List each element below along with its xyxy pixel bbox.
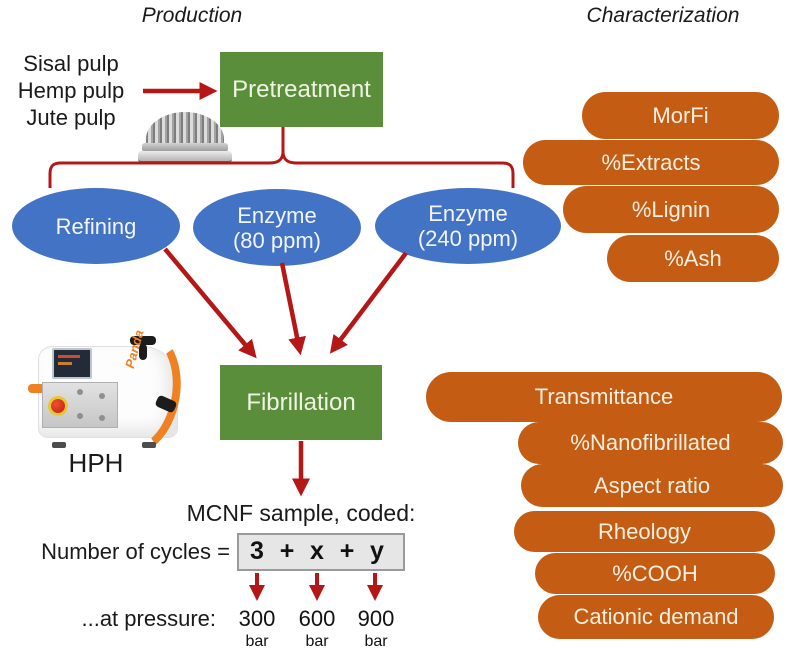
hph-machine-image: Panda: [28, 321, 191, 463]
pressure-600-unit: bar: [305, 633, 329, 650]
pill-transmittance-label: Transmittance: [534, 384, 674, 409]
hph-top-knob-stem: [139, 344, 147, 360]
pulp-list: Sisal pulp Hemp pulp Jute pulp: [8, 50, 134, 131]
pulp-item-sisal: Sisal pulp: [23, 51, 119, 76]
pill-transmittance: Transmittance: [426, 372, 782, 422]
code-plus-1: +: [279, 537, 295, 565]
pressure-300: 300 bar: [227, 606, 287, 651]
pressure-300-unit: bar: [245, 633, 269, 650]
pill-cooh-label: %COOH: [612, 560, 698, 586]
refiner-ring: [142, 143, 228, 152]
pill-lignin-label: %Lignin: [631, 196, 711, 222]
pill-ash: %Ash: [607, 235, 779, 282]
branch-enzyme-80-sublabel: (80 ppm): [232, 227, 322, 253]
sample-code-box: 3 + x + y: [237, 533, 405, 571]
pressure-600-value: 600: [298, 606, 336, 631]
mcnf-sample-label: MCNF sample, coded:: [186, 500, 416, 526]
pressure-label: ...at pressure:: [81, 606, 216, 631]
pill-rheology: Rheology: [514, 511, 775, 552]
hph-top-knob: [130, 336, 156, 345]
bracket-left-arm: [48, 152, 285, 188]
pill-aspect-ratio: Aspect ratio: [521, 464, 783, 507]
disc-refiner-image: [138, 110, 234, 164]
pressure-900: 900 bar: [346, 606, 406, 651]
pill-nanofibrillated-label: %Nanofibrillated: [570, 430, 731, 455]
bracket-right-arm: [281, 152, 515, 188]
pill-cooh: %COOH: [535, 553, 775, 594]
branch-refining: Refining: [12, 188, 180, 264]
pill-rheology-label: Rheology: [598, 518, 691, 544]
code-plus-2: +: [339, 537, 355, 565]
hph-front-panel: [42, 382, 118, 428]
branch-enzyme-240-sublabel: (240 ppm): [417, 226, 519, 251]
hph-emergency-button: [51, 399, 65, 413]
pulp-item-hemp: Hemp pulp: [17, 78, 125, 103]
branch-enzyme-80-label: Enzyme: [237, 202, 317, 228]
pulp-item-jute: Jute pulp: [26, 105, 116, 130]
pressure-300-value: 300: [238, 606, 276, 631]
hph-display-screen: [52, 348, 92, 379]
pressure-900-value: 900: [357, 606, 395, 631]
arrow-refining-to-fibrillation: [163, 247, 257, 359]
pill-extracts: %Extracts: [523, 140, 779, 185]
branch-enzyme-240-label: Enzyme: [428, 201, 508, 226]
pill-lignin: %Lignin: [563, 186, 779, 233]
code-part-x: x: [310, 537, 324, 565]
hph-label: HPH: [68, 448, 124, 478]
pretreatment-box: Pretreatment: [220, 52, 383, 127]
pill-extracts-label: %Extracts: [601, 149, 701, 175]
arrow-enzyme80-to-fibrillation: [279, 262, 306, 356]
pill-cationic-demand: Cationic demand: [538, 595, 774, 639]
pretreatment-label: Pretreatment: [232, 75, 371, 103]
branch-enzyme-240: Enzyme(240 ppm): [375, 188, 561, 264]
branch-enzyme-80: Enzyme(80 ppm): [193, 189, 361, 266]
pressure-900-unit: bar: [364, 633, 388, 650]
pill-nanofibrillated: %Nanofibrillated: [518, 422, 783, 464]
pill-morfi-label: MorFi: [652, 102, 709, 128]
branch-refining-label: Refining: [55, 213, 137, 239]
code-part-y: y: [370, 537, 384, 565]
fibrillation-label: Fibrillation: [246, 388, 356, 416]
pill-morfi: MorFi: [582, 92, 779, 139]
pill-aspect-ratio-label: Aspect ratio: [593, 472, 711, 498]
characterization-title: Characterization: [586, 4, 740, 27]
code-part-cycles: 3: [250, 537, 264, 565]
pill-cationic-demand-label: Cationic demand: [573, 604, 739, 629]
cycles-label: Number of cycles =: [41, 539, 230, 564]
pill-ash-label: %Ash: [664, 245, 722, 271]
arrow-enzyme240-to-fibrillation: [329, 251, 408, 354]
pressure-600: 600 bar: [287, 606, 347, 651]
production-title: Production: [141, 4, 243, 27]
fibrillation-box: Fibrillation: [220, 365, 382, 440]
